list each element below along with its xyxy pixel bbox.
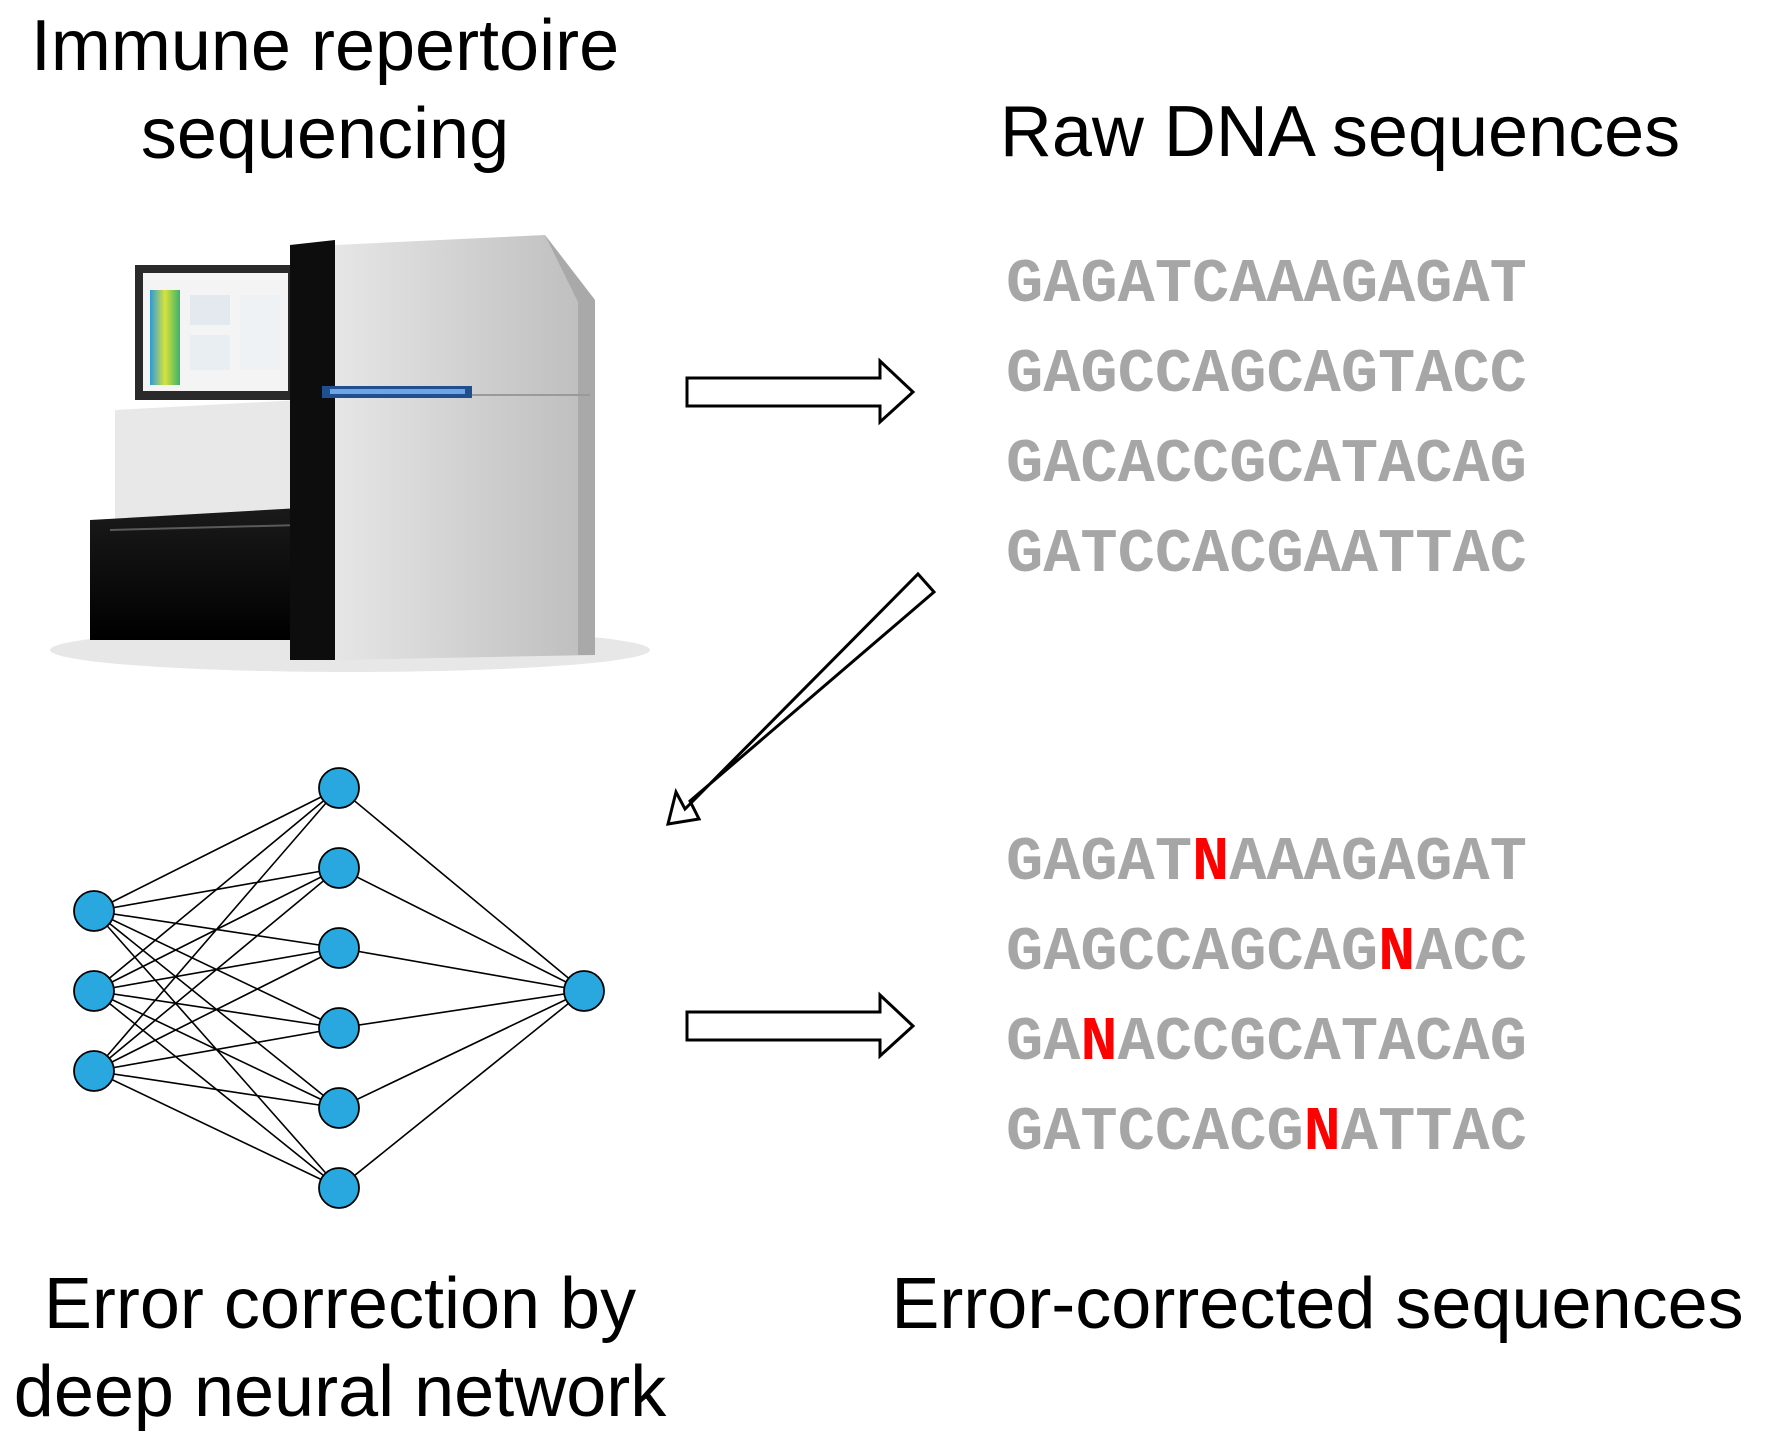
- network-edge: [93, 867, 340, 1072]
- network-node: [318, 927, 360, 969]
- raw-sequence: GATCCACGAATTAC: [1006, 519, 1527, 590]
- network-node: [318, 847, 360, 889]
- sequence-suffix: ACC: [1415, 917, 1527, 988]
- arrow-right-bottom-icon: [685, 991, 916, 1060]
- sequencing-label: Immune repertoire sequencing: [30, 6, 620, 174]
- sequence-prefix: GAGAT: [1006, 827, 1193, 898]
- sequence-suffix: AAAGAGAT: [1229, 827, 1527, 898]
- raw-sequence: GACACCGCATACAG: [1006, 429, 1527, 500]
- network-edge: [93, 787, 340, 1072]
- network-node: [73, 890, 115, 932]
- network-edge: [93, 1070, 340, 1109]
- corrected-sequence-list: GAGATNAAAGAGAT GAGCCAGCAGNACC GANACCGCAT…: [1006, 818, 1527, 1178]
- sequence-prefix: GA: [1006, 1007, 1081, 1078]
- corrected-sequences-label: Error-corrected sequences: [891, 1264, 1744, 1344]
- error-base: N: [1378, 917, 1416, 988]
- network-edge: [93, 1070, 340, 1189]
- network-node: [318, 1167, 360, 1209]
- network-node: [318, 1007, 360, 1049]
- sequencer-machine: [50, 235, 650, 672]
- network-node: [318, 1087, 360, 1129]
- raw-sequence-list: GAGATCAAAGAGAT GAGCCAGCAGTACC GACACCGCAT…: [1006, 240, 1527, 600]
- sequence-prefix: GATCCACG: [1006, 1097, 1304, 1168]
- network-edge: [93, 787, 340, 912]
- network-edge: [93, 787, 340, 992]
- raw-sequence: GAGATCAAAGAGAT: [1006, 249, 1527, 320]
- corrected-sequence: GANACCGCATACAG: [1006, 998, 1527, 1088]
- corrected-sequence: GATCCACGNATTAC: [1006, 1088, 1527, 1178]
- corrected-sequence: GAGATNAAAGAGAT: [1006, 818, 1527, 908]
- corrected-sequence: GAGCCAGCAGNACC: [1006, 908, 1527, 998]
- neural-network-diagram: [73, 767, 605, 1209]
- network-edges: [93, 787, 585, 1189]
- network-edge: [338, 990, 585, 1189]
- network-edge: [93, 947, 340, 1072]
- network-edge: [338, 787, 585, 992]
- sequence-prefix: GAGCCAGCAG: [1006, 917, 1379, 988]
- network-node: [318, 767, 360, 809]
- network-edge: [338, 990, 585, 1109]
- error-base: N: [1080, 1007, 1118, 1078]
- network-nodes: [73, 767, 605, 1209]
- network-edge: [338, 947, 585, 992]
- network-node: [73, 970, 115, 1012]
- error-base: N: [1303, 1097, 1341, 1168]
- raw-sequence: GAGCCAGCAGTACC: [1006, 339, 1527, 410]
- error-base: N: [1192, 827, 1230, 898]
- arrow-right-top-icon: [685, 357, 916, 426]
- arrow-down-left-icon: [665, 571, 937, 826]
- network-node: [563, 970, 605, 1012]
- network-edge: [338, 990, 585, 1029]
- neural-network-label: Error correction by deep neural network: [13, 1264, 667, 1432]
- network-edge: [93, 1027, 340, 1072]
- network-edge: [338, 867, 585, 992]
- network-node: [73, 1050, 115, 1092]
- sequence-suffix: ATTAC: [1340, 1097, 1527, 1168]
- sequence-suffix: ACCGCATACAG: [1117, 1007, 1527, 1078]
- raw-sequences-label: Raw DNA sequences: [999, 92, 1681, 172]
